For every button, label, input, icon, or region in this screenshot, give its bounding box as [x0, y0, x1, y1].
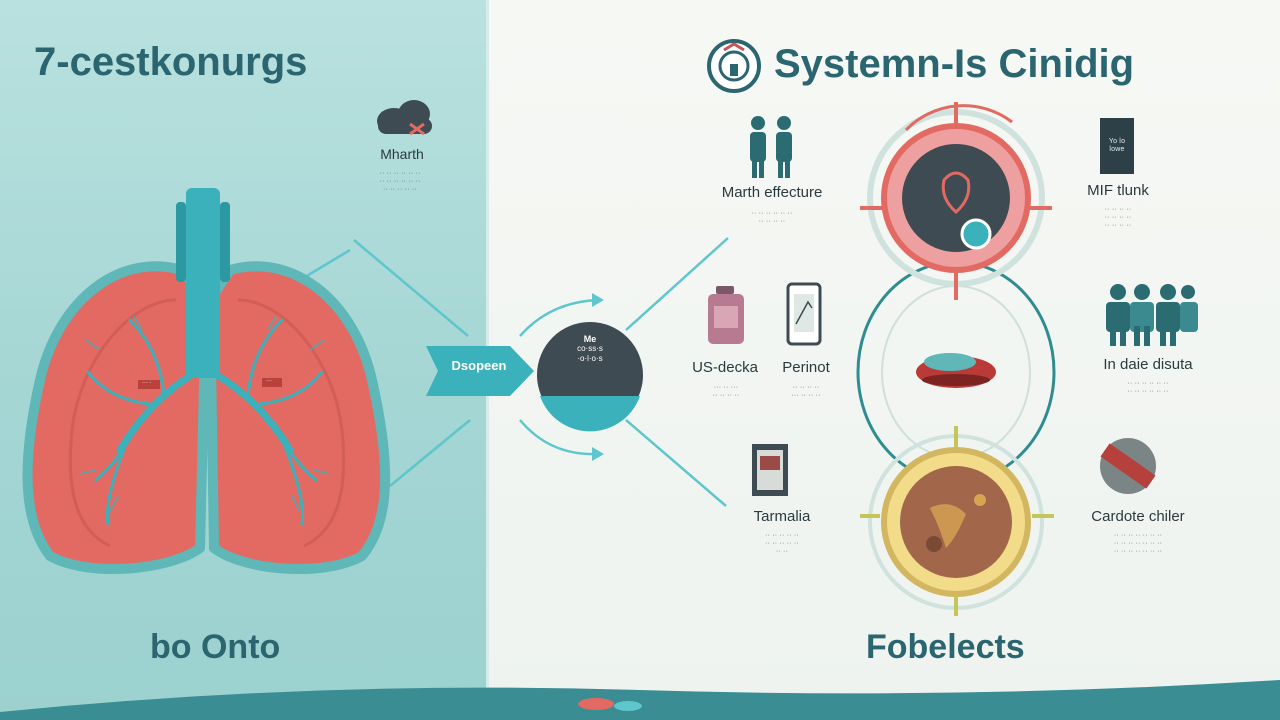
shield-badge-icon	[707, 39, 761, 93]
item-marth-label: Marth effecture	[721, 184, 823, 201]
left-panel-footer: bo Onto	[150, 628, 281, 666]
item-tarmalia-text: ·· ·· ·· ·· ·· ·· ·· ·· ·· ·· ·· ··	[765, 532, 799, 555]
hub-circle	[537, 322, 643, 432]
item-in-daie-label: In daie disuta	[1103, 356, 1193, 373]
item-mif-text: ·· ·· ·· ·· ·· ·· ·· ·· ·· ·· ·· ··	[1104, 206, 1132, 229]
bottom-wave	[0, 680, 1280, 720]
ring-stack	[856, 102, 1056, 616]
item-perinot-label: Perinot	[782, 359, 830, 376]
hub-line-3: ·o·l·o·s	[577, 354, 603, 363]
cloud-icon	[377, 100, 432, 136]
callout-mharth-text: ·· ·· ·· ·· ·· ·· ·· ·· ·· ·· ·· ·· ·· ·…	[379, 170, 421, 193]
bottle-icon	[708, 286, 744, 344]
item-cardote-label: Cardote chiler	[1091, 508, 1185, 525]
item-mif-label: MIF tlunk	[1087, 182, 1149, 199]
lung-tag-right: ···	[266, 378, 272, 384]
left-panel-title: 7-cestkonurgs	[34, 40, 308, 84]
item-marth-text: ·· ·· ·· ·· ·· ·· ·· ·· ·· ··	[751, 210, 793, 225]
card-icon-text: Yo lo lowe	[1108, 138, 1126, 153]
arrow-badge	[426, 346, 534, 396]
hub-line-1: Me	[583, 334, 597, 344]
connector-lines	[299, 237, 729, 507]
arrow-badge-label: Dsopeen	[451, 358, 507, 373]
card-icon	[1100, 118, 1134, 174]
people-icon	[750, 116, 792, 178]
item-us-decka-label: US-decka	[692, 359, 758, 376]
item-us-decka-text: ··· ·· ··· ·· ·· ·· ··	[712, 384, 740, 399]
meat-icon	[916, 353, 996, 388]
right-panel-title: Systemn-Is Cinidig	[774, 42, 1135, 86]
phone-icon	[786, 282, 822, 346]
item-tarmalia-label: Tarmalia	[753, 508, 811, 525]
right-panel-footer: Fobelects	[866, 628, 1025, 666]
hub-line-2: co·ss·s	[577, 344, 603, 353]
hub-text: Me co·ss·s ·o·l·o·s	[538, 334, 642, 364]
item-cardote-text: ·· ·· ·· ·· ·· ·· ·· ·· ·· ·· ·· ·· ·· ·…	[1113, 532, 1163, 555]
book-icon	[752, 444, 788, 496]
lungs-illustration	[22, 188, 391, 574]
callout-mharth-label: Mharth	[380, 146, 424, 162]
group-icon	[1106, 284, 1198, 346]
lung-tag-left: ··· ·	[142, 380, 152, 386]
no-entry-icon	[1100, 438, 1156, 494]
item-perinot-text: ·· ·· ·· ·· ··· ·· ·· ··	[791, 384, 821, 399]
item-in-daie-text: ·· ·· ·· ·· ·· ·· ·· ·· ·· ·· ·· ··	[1127, 380, 1169, 395]
